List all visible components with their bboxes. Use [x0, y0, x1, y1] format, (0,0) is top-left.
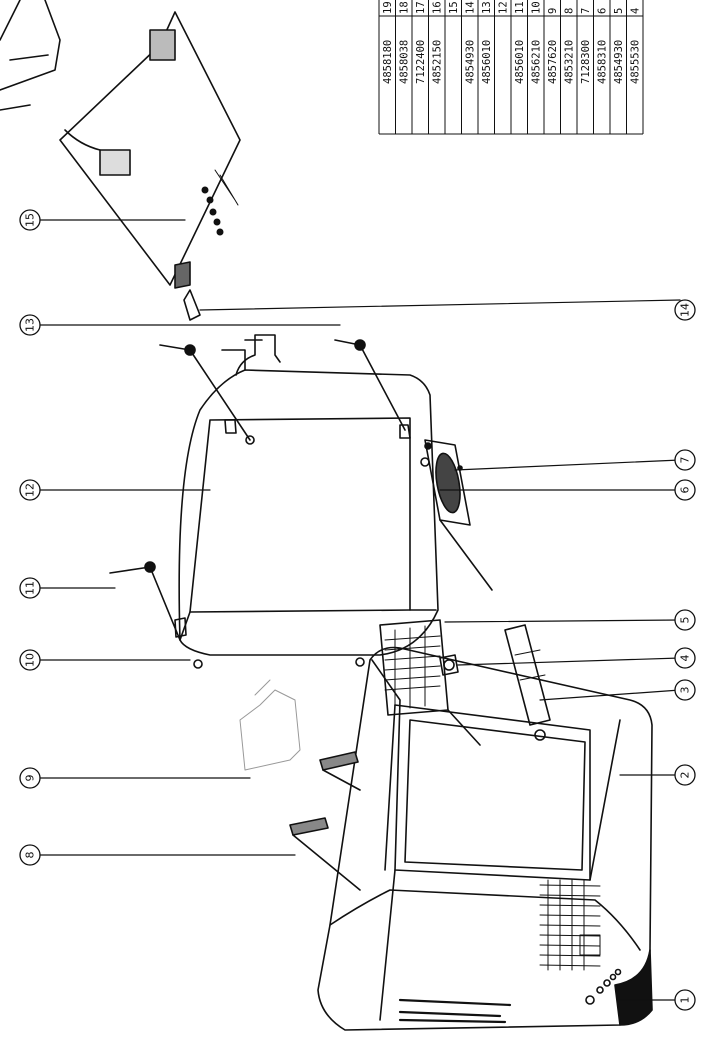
speaker	[424, 439, 493, 591]
callout-circles	[19, 209, 696, 1011]
parts-table-row-number: 18	[398, 1, 410, 14]
leader-lines	[39, 219, 681, 1001]
ground-wires	[109, 339, 406, 641]
parts-table-row-number: 15	[448, 1, 460, 14]
parts-table-part-code: 4856210	[530, 40, 542, 84]
parts-table-part-code: 4856010	[481, 40, 493, 84]
side-bracket	[504, 624, 551, 741]
front-cabinet	[317, 646, 653, 1031]
callout-15: 15	[24, 213, 37, 227]
push-button	[439, 654, 459, 676]
callout-2: 2	[679, 772, 692, 779]
parts-table-row-number: 7	[580, 8, 592, 14]
parts-table-part-code: 4854930	[613, 40, 625, 84]
callout-8: 8	[24, 852, 37, 859]
callout-4: 4	[679, 655, 692, 662]
parts-table-row-number: 8	[563, 8, 575, 14]
parts-table-row-number: 9	[547, 8, 559, 14]
callout-10: 10	[24, 653, 37, 667]
parts-table-row-number: 4	[629, 8, 641, 14]
callout-9: 9	[24, 775, 37, 782]
parts-table-row-number: 16	[431, 1, 443, 14]
callout-11: 11	[24, 581, 37, 595]
parts-table-lines	[378, 0, 644, 135]
parts-table-row-number: 11	[514, 1, 526, 14]
parts-table-row-number: 17	[415, 1, 427, 14]
parts-table-part-code: 4853210	[563, 40, 575, 84]
callout-5: 5	[679, 617, 692, 624]
callout-13: 13	[24, 318, 37, 332]
parts-table-row-number: 14	[464, 1, 476, 14]
parts-table-part-code: 4858310	[596, 40, 608, 84]
parts-table-part-code: 7122400	[415, 40, 427, 84]
cabinet-vent-grill	[539, 879, 601, 971]
parts-table-part-code: 4852150	[431, 40, 443, 84]
parts-table-row-number: 6	[596, 8, 608, 14]
callout-1: 1	[679, 997, 692, 1004]
callout-6: 6	[679, 487, 692, 494]
parts-table-row-number: 10	[530, 1, 542, 14]
parts-table-part-code: 4855530	[629, 40, 641, 84]
parts-table-part-code: 4858180	[382, 40, 394, 84]
parts-table-part-code: 4857620	[547, 40, 559, 84]
parts-table-row-number: 12	[497, 1, 509, 14]
parts-table-row-number: 19	[382, 1, 394, 14]
partial-part-top-left	[0, 0, 61, 111]
parts-table-row-number: 13	[481, 1, 493, 14]
callout-3: 3	[679, 687, 692, 694]
parts-table-part-code: 4854930	[464, 40, 476, 84]
parts-table-part-code: 7128300	[580, 40, 592, 84]
parts-table-row-number: 5	[613, 8, 625, 14]
parts-table-grid: 19 4858180 18 4858038 17 7122400 16 4852150 15 14…	[378, 0, 644, 135]
callout-7: 7	[679, 457, 692, 464]
bracket-pair	[289, 751, 361, 891]
callout-14: 14	[679, 303, 692, 317]
parts-table-part-code: 4858038	[398, 40, 410, 84]
parts-table-part-code: 4856010	[514, 40, 526, 84]
label-sheet	[239, 679, 301, 771]
parts-table: 19 4858180 18 4858038 17 7122400 16 4852150 15 14…	[375, 0, 709, 320]
crt-tube	[174, 334, 439, 669]
callout-12: 12	[24, 483, 37, 497]
control-board	[379, 619, 481, 746]
main-pcb	[59, 11, 241, 321]
